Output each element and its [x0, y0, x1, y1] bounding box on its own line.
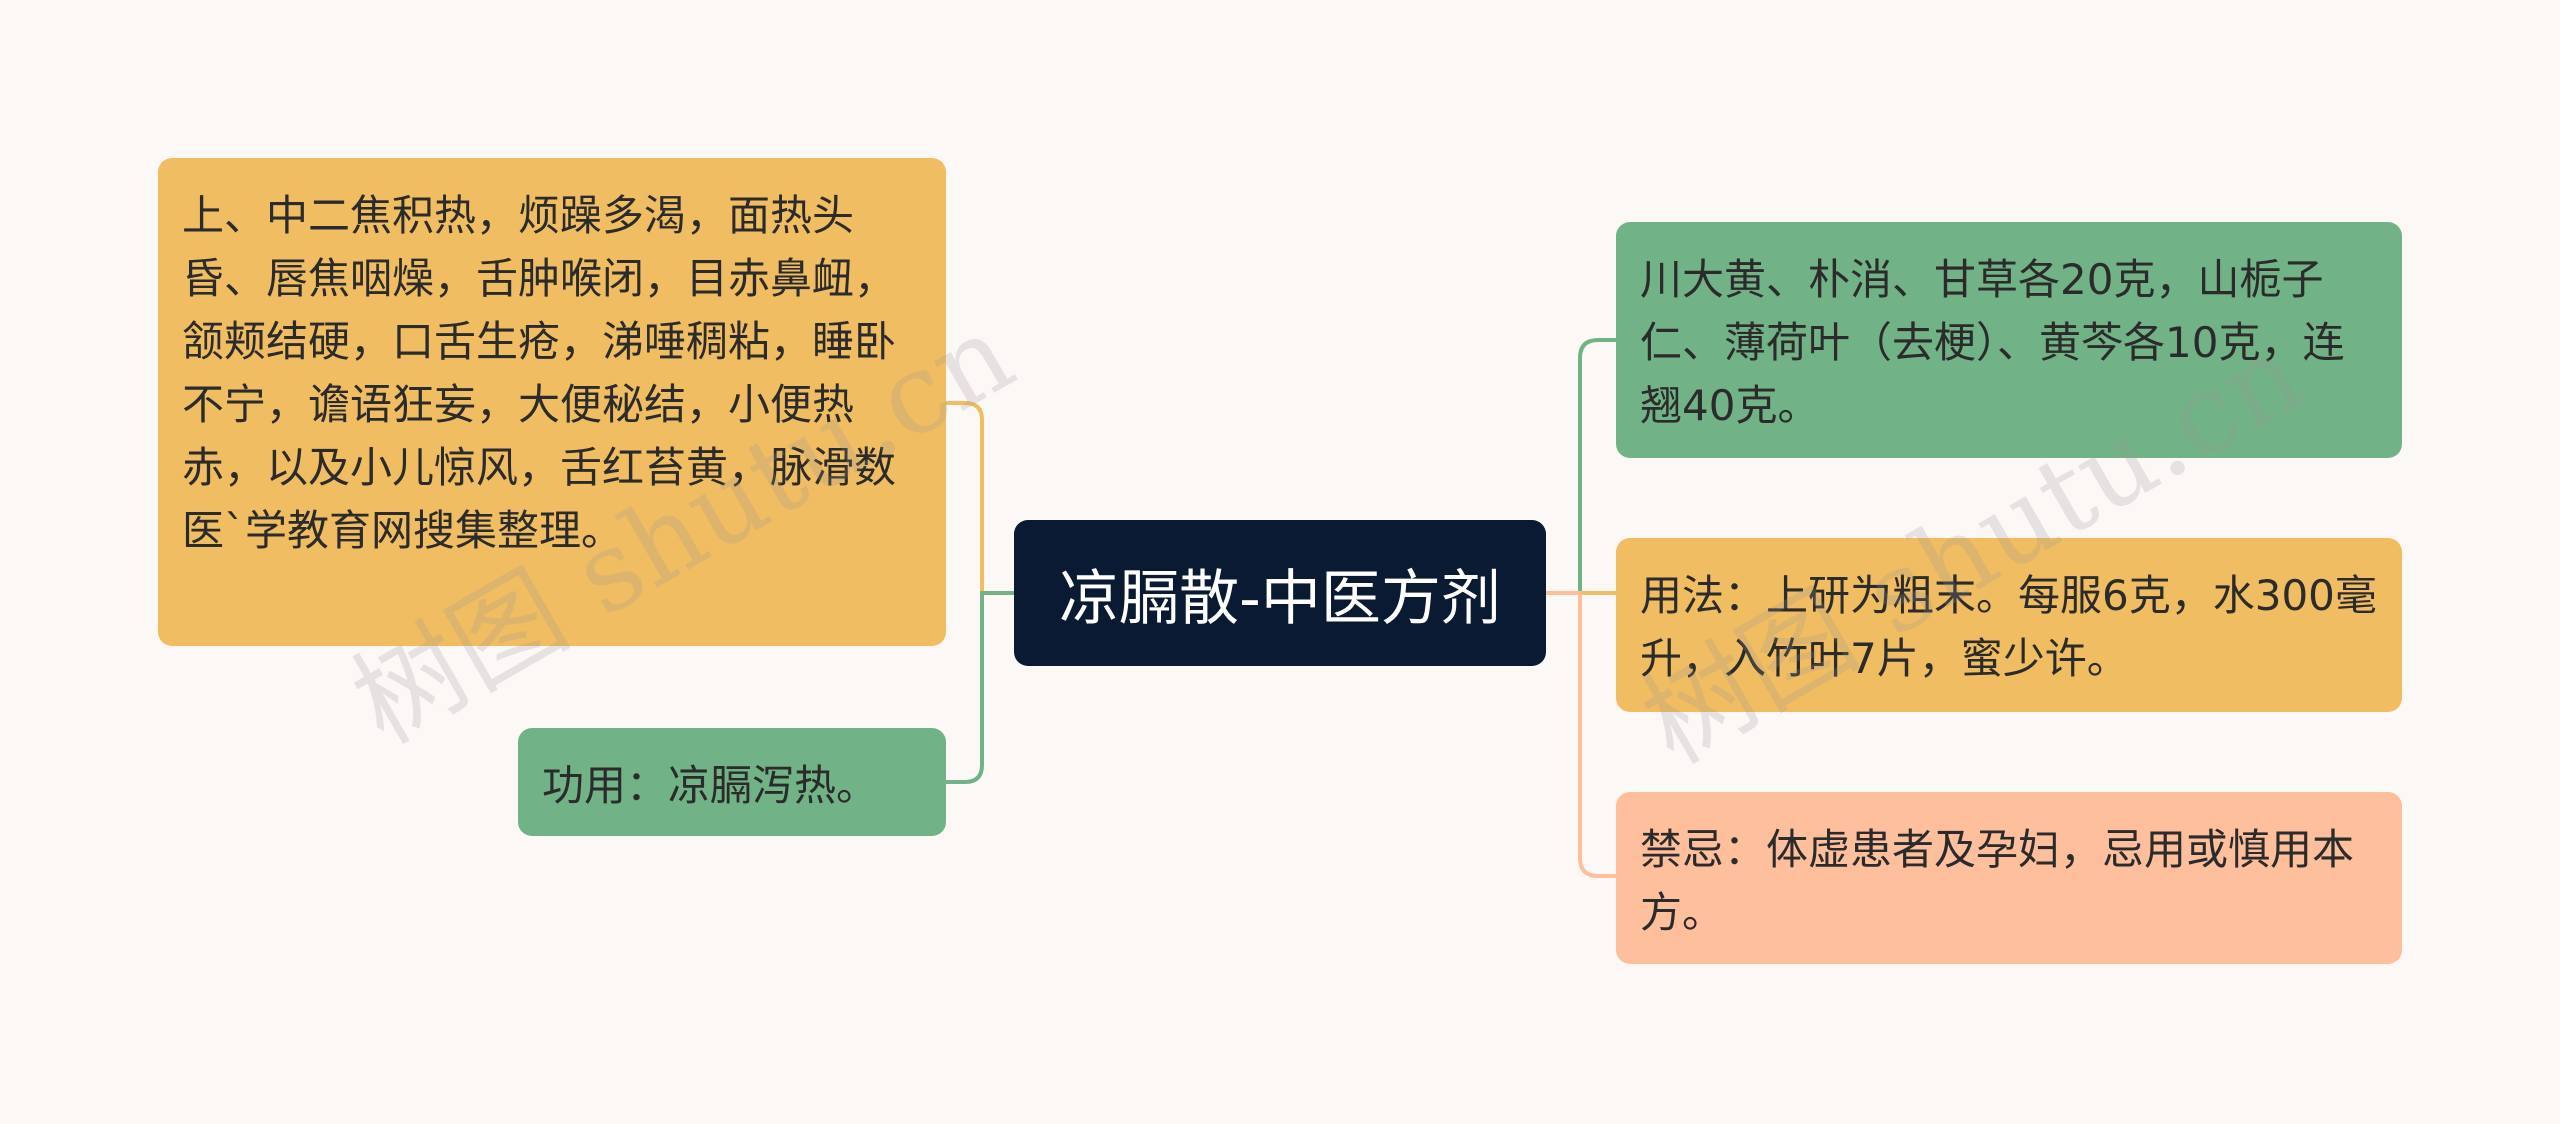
indications-node[interactable]: 上、中二焦积热，烦躁多渴，面热头昏、唇焦咽燥，舌肿喉闭，目赤鼻衄，颔颊结硬，口舌… — [158, 158, 946, 646]
contraindication-node[interactable]: 禁忌：体虚患者及孕妇，忌用或慎用本方。 — [1616, 792, 2402, 964]
connector-ingredients — [1546, 338, 1616, 595]
function-node[interactable]: 功用：凉膈泻热。 — [518, 728, 946, 836]
contraindication-text: 禁忌：体虚患者及孕妇，忌用或慎用本方。 — [1640, 825, 2355, 937]
usage-node[interactable]: 用法：上研为粗末。每服6克，水300毫升，入竹叶7片，蜜少许。 — [1616, 538, 2402, 712]
connector-function — [946, 591, 1014, 784]
usage-text: 用法：上研为粗末。每服6克，水300毫升，入竹叶7片，蜜少许。 — [1640, 571, 2377, 683]
central-topic[interactable]: 凉膈散-中医方剂 — [1014, 520, 1546, 666]
ingredients-text: 川大黄、朴消、甘草各20克，山栀子仁、薄荷叶（去梗）、黄芩各10克，连翘40克。 — [1640, 255, 2345, 430]
indications-text: 上、中二焦积热，烦躁多渴，面热头昏、唇焦咽燥，舌肿喉闭，目赤鼻衄，颔颊结硬，口舌… — [182, 191, 897, 555]
central-topic-title: 凉膈散-中医方剂 — [1059, 563, 1501, 634]
ingredients-node[interactable]: 川大黄、朴消、甘草各20克，山栀子仁、薄荷叶（去梗）、黄芩各10克，连翘40克。 — [1616, 222, 2402, 458]
connector-contraindication — [1546, 591, 1616, 878]
connector-indications — [946, 401, 1014, 595]
function-text: 功用：凉膈泻热。 — [542, 761, 879, 810]
